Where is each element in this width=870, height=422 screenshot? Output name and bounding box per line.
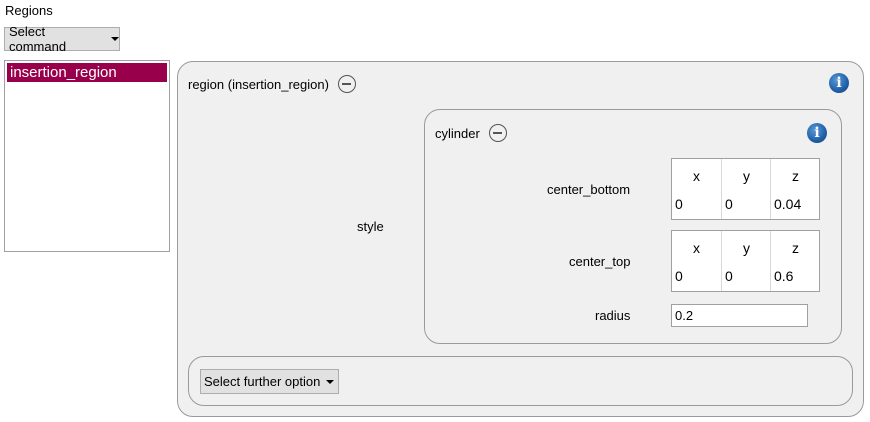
center-bottom-label: center_bottom xyxy=(547,182,631,197)
center-bottom-y-field[interactable]: 0 xyxy=(725,196,733,212)
radius-input[interactable] xyxy=(671,304,808,327)
vector-header-y: y xyxy=(743,168,750,184)
center-top-vector: x 0 y 0 z 0.6 xyxy=(671,230,820,292)
style-label: style xyxy=(357,219,384,234)
center-top-z-field[interactable]: 0.6 xyxy=(774,268,794,284)
caret-down-icon xyxy=(326,379,335,384)
vector-col-z: z 0.04 xyxy=(770,159,820,219)
select-further-option-dropdown[interactable]: Select further option xyxy=(200,369,339,394)
cylinder-panel-title: cylinder xyxy=(435,125,480,141)
cylinder-panel-header: cylinder xyxy=(435,124,507,142)
vector-col-z: z 0.6 xyxy=(770,231,820,291)
region-panel-header: region (insertion_region) xyxy=(188,75,356,93)
regions-listbox[interactable]: insertion_region xyxy=(4,60,170,252)
minus-circle-icon[interactable] xyxy=(337,75,356,93)
center-top-x-field[interactable]: 0 xyxy=(675,268,683,284)
vector-header-z: z xyxy=(792,240,799,256)
info-icon[interactable]: i xyxy=(829,73,849,93)
vector-header-x: x xyxy=(693,240,700,256)
vector-col-x: x 0 xyxy=(672,231,721,291)
radius-label: radius xyxy=(595,308,631,323)
vector-header-y: y xyxy=(743,240,750,256)
center-bottom-vector: x 0 y 0 z 0.04 xyxy=(671,158,820,220)
vector-header-z: z xyxy=(792,168,799,184)
select-command-dropdown[interactable]: Select command xyxy=(4,24,120,54)
info-icon[interactable]: i xyxy=(807,123,827,143)
minus-circle-icon[interactable] xyxy=(488,124,507,142)
vector-header-x: x xyxy=(693,168,700,184)
select-further-option-label: Select further option xyxy=(204,374,321,389)
vector-col-y: y 0 xyxy=(721,159,771,219)
list-item[interactable]: insertion_region xyxy=(7,63,167,82)
section-title: Regions xyxy=(5,3,53,18)
vector-col-y: y 0 xyxy=(721,231,771,291)
center-top-label: center_top xyxy=(569,254,631,269)
select-command-label: Select command xyxy=(9,24,67,54)
center-bottom-x-field[interactable]: 0 xyxy=(675,196,683,212)
vector-col-x: x 0 xyxy=(672,159,721,219)
center-top-y-field[interactable]: 0 xyxy=(725,268,733,284)
region-panel-title: region (insertion_region) xyxy=(188,76,329,92)
caret-down-icon xyxy=(111,37,119,41)
center-bottom-z-field[interactable]: 0.04 xyxy=(774,196,802,212)
